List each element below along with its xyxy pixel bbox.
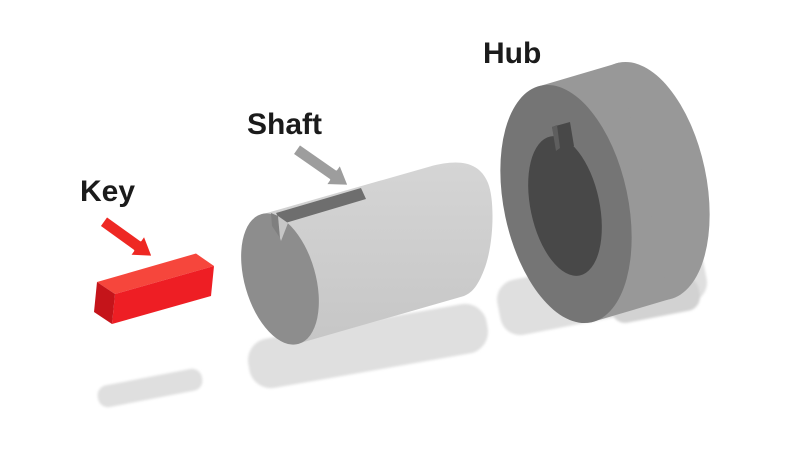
key-front-face xyxy=(112,266,214,324)
keyway-notch-light-wall xyxy=(278,216,288,241)
shaft-end-face xyxy=(241,213,319,345)
shaft-shadow xyxy=(247,303,489,389)
shaft-label: Shaft xyxy=(247,108,322,141)
shaft-keyway-slot xyxy=(276,188,366,224)
key-label: Key xyxy=(80,175,135,208)
hub-bore xyxy=(528,136,602,276)
hub-keyway-notch-edge xyxy=(552,125,560,151)
hub-label: Hub xyxy=(483,37,541,70)
hub-part: Hub xyxy=(483,37,710,324)
shaft-arrow-icon xyxy=(291,142,351,188)
keyway-notch-dark-wall xyxy=(271,213,280,238)
key-shadow xyxy=(97,368,203,408)
key-top-face xyxy=(97,253,214,294)
key-side-face xyxy=(94,282,115,324)
key-part: Key xyxy=(80,175,214,324)
key-arrow-icon xyxy=(97,214,155,259)
shaft-part: Shaft xyxy=(241,108,493,345)
